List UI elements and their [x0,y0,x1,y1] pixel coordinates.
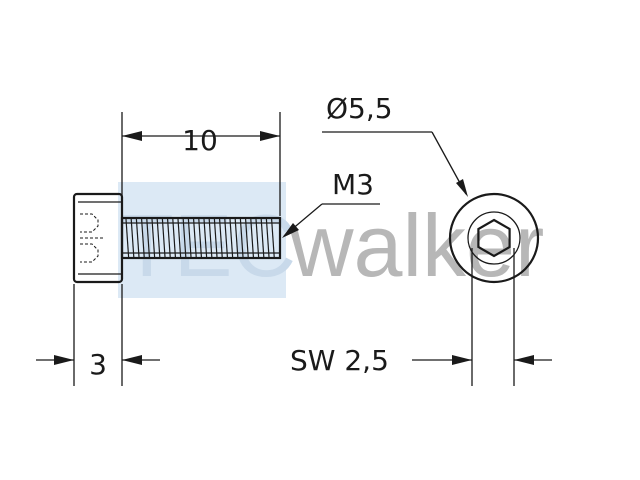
wrench-size-dimension: SW 2,5 [290,248,552,386]
thread-label: M3 [332,168,374,201]
thread-line [265,218,270,258]
screw-end-view [448,192,540,284]
wrench-size-label: SW 2,5 [290,344,389,377]
thread-line [219,218,223,258]
thread-line [125,218,130,258]
length-dimension: 10 [121,112,281,216]
thread-line [260,218,265,258]
watermark: TEC walker [118,182,544,298]
thread-line [172,218,176,258]
head-diameter-callout: Ø5,5 [322,92,468,197]
thread-line [151,218,156,258]
thread-line [141,218,145,258]
length-label: 10 [182,124,218,157]
thread-line [271,218,275,258]
thread-line [245,218,249,258]
thread-line [208,218,213,258]
thread-line [177,218,182,258]
socket-hidden-lines [80,213,104,263]
thread-line [156,218,161,258]
watermark-box-text: TEC [120,196,296,295]
thread-lines [125,218,275,258]
watermark-text: walker [289,196,544,295]
thread-line [234,218,239,258]
end-view-inner-circle [467,211,521,265]
thread-line [250,218,254,258]
hex-socket [477,218,511,258]
thread-line [130,218,135,258]
thread-line [239,218,244,258]
thread-line [182,218,187,258]
thread-line [213,218,218,258]
thread-line [224,218,228,258]
thread-line [198,218,202,258]
thread-line [135,218,140,258]
head-diameter-label: Ø5,5 [326,92,393,125]
thread-line [146,218,150,258]
thread-line [187,218,192,258]
thread-line [203,218,208,258]
screw-side-view [72,192,282,284]
thread-callout: M3 [282,168,380,238]
screw-shank [120,216,282,260]
thread-line [167,218,171,258]
thread-line [255,218,260,258]
end-view-outer-circle [448,192,540,284]
thread-line [161,218,166,258]
thread-line [229,218,234,258]
thread-line [193,218,197,258]
head-height-label: 3 [89,348,107,381]
head-height-dimension: 3 [36,284,160,386]
